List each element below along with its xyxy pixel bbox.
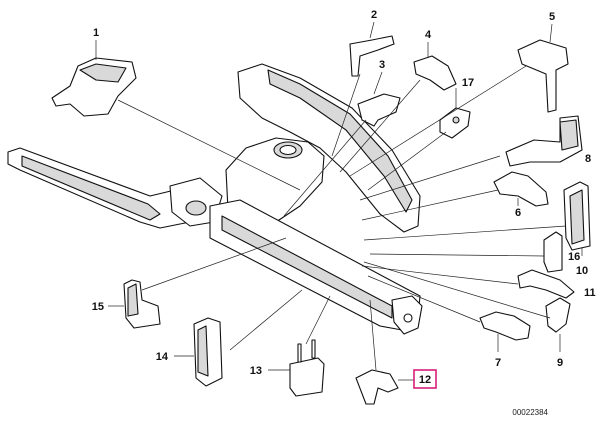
strut-housing-flange (267, 69, 413, 213)
part-14-face (197, 325, 209, 377)
label-12[interactable]: 12 (419, 374, 431, 386)
part-13-stud-right (311, 339, 316, 359)
part-10-face (569, 189, 585, 245)
label-8[interactable]: 8 (585, 153, 591, 165)
part-5-bracket (517, 39, 569, 113)
leader-lines (95, 21, 583, 381)
main-frame-assembly (7, 63, 423, 335)
label-11[interactable]: 11 (584, 287, 596, 299)
left-rail-inner (21, 155, 161, 221)
part-3-plate (357, 93, 401, 127)
part-17-hole (452, 116, 460, 124)
part-7-bracket (479, 311, 531, 341)
label-4[interactable]: 4 (425, 29, 432, 41)
part-11-bracket (517, 269, 575, 299)
dome-hole (279, 144, 297, 156)
part-1-face (79, 63, 127, 83)
label-14[interactable]: 14 (156, 351, 169, 363)
label-9[interactable]: 9 (557, 357, 563, 369)
part-13-stud-left (297, 343, 302, 363)
label-1[interactable]: 1 (93, 27, 99, 39)
part-9-bracket (545, 297, 571, 333)
label-5[interactable]: 5 (549, 11, 555, 23)
part-12-bracket (355, 369, 399, 405)
node-opening (185, 200, 207, 216)
upper-strut-housing (237, 63, 421, 233)
reference-number: 00022384 (512, 408, 548, 417)
label-12-highlight-box (413, 369, 437, 389)
label-15[interactable]: 15 (92, 301, 104, 313)
label-3[interactable]: 3 (379, 59, 385, 71)
label-13[interactable]: 13 (250, 365, 262, 377)
label-6[interactable]: 6 (515, 207, 521, 219)
part-16-bracket (543, 231, 563, 273)
part-13-mount (289, 357, 325, 397)
label-16[interactable]: 16 (568, 251, 580, 263)
label-2[interactable]: 2 (371, 9, 377, 21)
part-6-bracket (493, 171, 549, 207)
label-7[interactable]: 7 (495, 357, 501, 369)
label-17[interactable]: 17 (462, 77, 474, 89)
label-10[interactable]: 10 (576, 265, 588, 277)
part-2-clamp (349, 35, 395, 77)
part-8-face (559, 119, 579, 151)
part-4-bracket (413, 55, 457, 91)
end-bolt (403, 313, 413, 323)
longitudinal-member-web (221, 215, 393, 319)
part-labels: 1 2 3 4 5 6 7 8 9 10 11 12 13 14 15 16 1… (92, 9, 596, 389)
part-15-face (127, 283, 139, 317)
